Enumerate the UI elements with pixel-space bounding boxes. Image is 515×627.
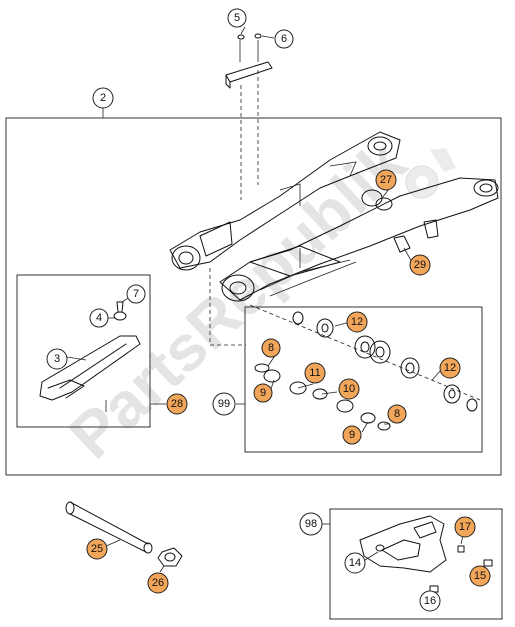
callout-ring — [375, 169, 397, 191]
callout-label: 11 — [309, 367, 320, 379]
callout-ring — [212, 392, 236, 416]
callout-5: 5 — [227, 8, 247, 28]
callout-label: 12 — [444, 362, 456, 374]
callout-9a: 9 — [253, 383, 273, 403]
callout-14: 14 — [344, 552, 366, 574]
callout-label: 16 — [424, 595, 436, 607]
callout-label: 9 — [260, 387, 266, 399]
swingarm — [169, 131, 499, 302]
callout-ring — [147, 572, 169, 594]
callout-label: 26 — [152, 577, 164, 589]
callout-ring — [89, 308, 109, 328]
callout-8a: 8 — [261, 338, 281, 358]
chain-sliding-guard-frame — [329, 508, 503, 620]
chain-guide-frame — [16, 274, 151, 428]
callout-26: 26 — [147, 572, 169, 594]
callout-label: 25 — [91, 543, 103, 555]
callout-ring — [274, 29, 294, 49]
callout-ring — [344, 552, 366, 574]
swingarm-assembly-frame — [5, 117, 502, 476]
callout-label: 99 — [218, 398, 230, 410]
callout-ring — [253, 383, 273, 403]
callout-label: 12 — [351, 316, 363, 328]
callout-label: 27 — [380, 174, 392, 186]
callout-ring — [454, 516, 476, 538]
callout-4: 4 — [89, 308, 109, 328]
callout-ring — [261, 338, 281, 358]
chain-guide-parts — [39, 301, 141, 412]
callout-27: 27 — [375, 169, 397, 191]
callout-label: 28 — [171, 398, 183, 410]
callout-label: 8 — [268, 342, 274, 354]
callout-label: 6 — [281, 33, 287, 45]
callout-11: 11 — [304, 362, 326, 384]
callout-label: 10 — [343, 383, 355, 395]
callout-ring — [227, 8, 247, 28]
callout-ring — [86, 538, 108, 560]
callout-6: 6 — [274, 29, 294, 49]
callout-ring — [46, 348, 68, 370]
callout-15: 15 — [469, 565, 491, 587]
callout-label: 5 — [234, 12, 240, 24]
callout-16: 16 — [419, 590, 441, 612]
callout-label: 7 — [133, 288, 139, 300]
callout-ring — [387, 404, 407, 424]
watermark-text: PartsRepublik — [55, 126, 419, 472]
callout-label: 3 — [54, 353, 60, 365]
callout-label: 15 — [474, 570, 486, 582]
callout-ring — [126, 284, 146, 304]
callout-ring — [409, 254, 431, 276]
callout-label: 9 — [349, 429, 355, 441]
callout-ring — [304, 362, 326, 384]
axle-parts — [65, 501, 183, 567]
callout-7: 7 — [126, 284, 146, 304]
callout-label: 2 — [100, 92, 106, 104]
watermark-gear-icon — [405, 165, 439, 199]
watermark-flag-icon — [430, 148, 456, 172]
callout-ring — [166, 393, 188, 415]
guard-parts — [359, 515, 493, 593]
callout-label: 17 — [459, 521, 471, 533]
callout-3: 3 — [46, 348, 68, 370]
bearing-kit-parts — [254, 311, 478, 431]
callout-ring — [419, 590, 441, 612]
callout-ring — [439, 357, 461, 379]
callout-ring — [342, 425, 362, 445]
callout-12a: 12 — [346, 311, 368, 333]
callout-label: 4 — [96, 312, 102, 324]
callout-ring — [469, 565, 491, 587]
callout-29: 29 — [409, 254, 431, 276]
callout-9b: 9 — [342, 425, 362, 445]
callout-label: 29 — [414, 259, 426, 271]
callout-label: 98 — [305, 518, 317, 530]
callout-98: 98 — [299, 512, 323, 536]
callout-ring — [346, 311, 368, 333]
callout-ring — [92, 87, 114, 109]
callout-28: 28 — [166, 393, 188, 415]
callout-12b: 12 — [439, 357, 461, 379]
callout-label: 14 — [349, 557, 361, 569]
callout-8b: 8 — [387, 404, 407, 424]
callout-2: 2 — [92, 87, 114, 109]
callout-label: 8 — [394, 408, 400, 420]
callout-ring — [299, 512, 323, 536]
callout-99: 99 — [212, 392, 236, 416]
callout-25: 25 — [86, 538, 108, 560]
top-hardware — [225, 33, 273, 200]
bearing-kit-frame — [244, 306, 483, 453]
callout-17: 17 — [454, 516, 476, 538]
callout-10: 10 — [338, 378, 360, 400]
callout-ring — [338, 378, 360, 400]
